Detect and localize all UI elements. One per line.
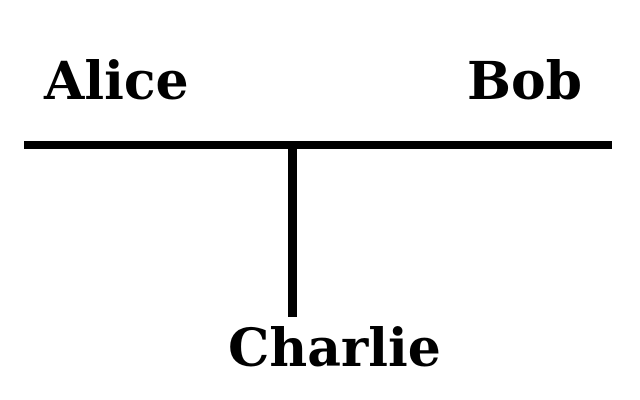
descent-connector-line xyxy=(288,145,297,317)
parent-node-bob: Bob xyxy=(467,51,582,112)
marriage-connector-line xyxy=(24,141,612,149)
child-node-charlie: Charlie xyxy=(228,318,441,379)
parent-node-alice: Alice xyxy=(44,51,189,112)
